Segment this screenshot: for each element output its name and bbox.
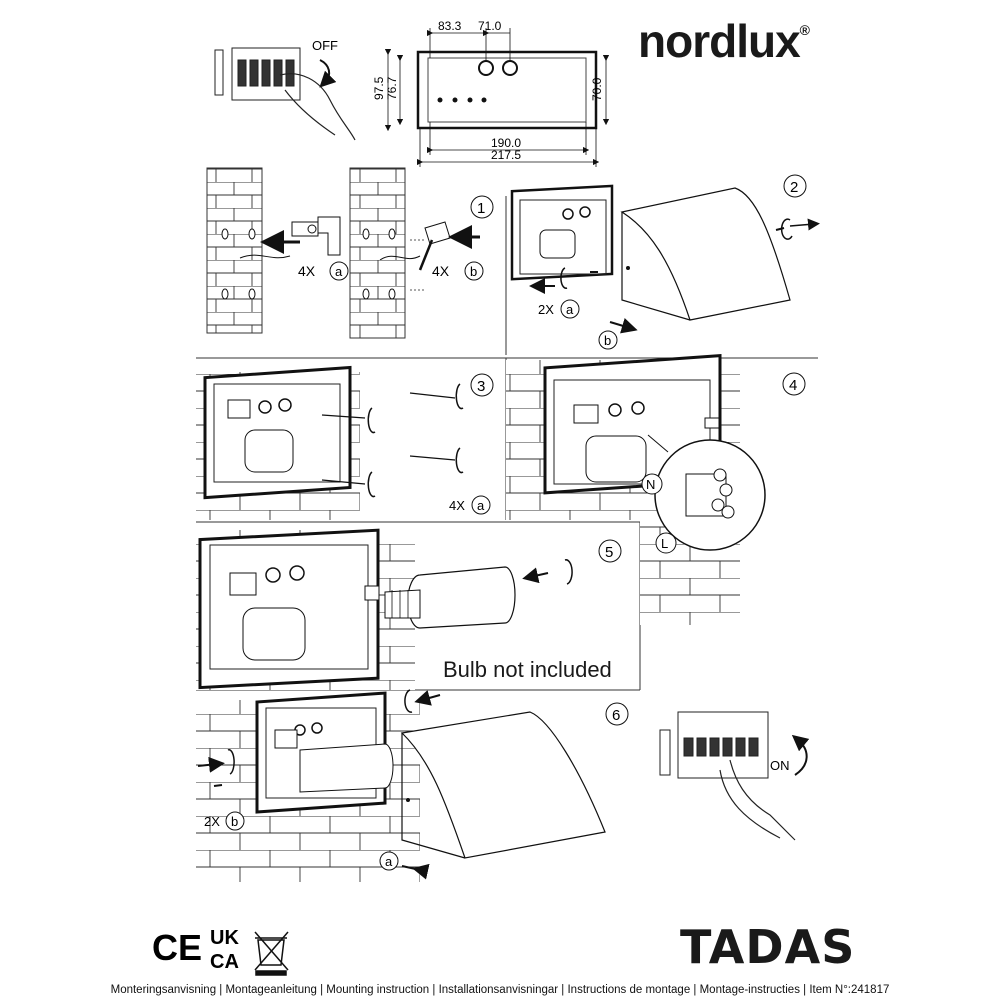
- dim-bottom-outer: 217.5: [491, 148, 521, 162]
- step-6-part-b: b: [231, 814, 238, 829]
- dim-left-outer: 97.5: [372, 76, 386, 100]
- brand-name: nordlux: [638, 15, 801, 67]
- step-6-part-a: a: [385, 854, 393, 869]
- step-1-number: 1: [477, 200, 485, 217]
- step-3-number: 3: [477, 378, 485, 395]
- step-1-part-b: b: [470, 264, 477, 279]
- step-6-panel: 6 2X b a: [196, 689, 629, 882]
- step-2-part-b: b: [604, 333, 611, 348]
- step-3-qty: 4X: [449, 498, 465, 513]
- on-label: ON: [770, 758, 790, 773]
- dim-right: 70.0: [590, 77, 604, 101]
- dim-top-left: 83.3: [438, 19, 462, 33]
- bulb-note: Bulb not included: [443, 657, 612, 682]
- step-2-number: 2: [790, 179, 798, 196]
- ce-mark: CE: [152, 927, 202, 968]
- footer-caption: Monteringsanvisning | Montageanleitung |…: [110, 984, 890, 996]
- off-label: OFF: [312, 38, 338, 53]
- step-5-panel: 5: [196, 528, 622, 690]
- step-3-panel: 3 4X a: [196, 365, 494, 520]
- step-3-part: a: [477, 498, 485, 513]
- step-1-part-a: a: [335, 264, 343, 279]
- product-name: TADAS: [680, 920, 856, 974]
- dim-bottom-inner: 190.0: [491, 136, 521, 150]
- step-4-neutral-label: N: [646, 477, 655, 492]
- step-2-part-a: a: [566, 302, 574, 317]
- step-4-live-label: L: [661, 536, 668, 551]
- dim-top-right: 71.0: [478, 19, 502, 33]
- step-6-qty-b: 2X: [204, 814, 220, 829]
- step-6-number: 6: [612, 707, 620, 724]
- step-1-qty-b: 4X: [432, 263, 450, 279]
- ukca-mark-top: UK: [210, 927, 239, 949]
- dimension-drawing: 83.3 71.0 97.5 76.7 70.0 190.0 217.5: [372, 19, 610, 167]
- step-4-panel: N L 4: [506, 354, 806, 625]
- step-1-qty-a: 4X: [298, 263, 316, 279]
- step-1-panel: 1 4X a 4X b: [206, 167, 494, 339]
- brand-logo: nordlux®: [638, 14, 810, 68]
- step-4-number: 4: [789, 377, 797, 394]
- certification-marks: CE UK CA: [152, 927, 289, 976]
- step-2-qty-a: 2X: [538, 302, 554, 317]
- weee-bin-icon: [254, 931, 289, 976]
- registered-mark: ®: [799, 22, 810, 38]
- dim-left-inner: 76.7: [385, 76, 399, 100]
- breaker-off-illustration: OFF: [214, 38, 356, 141]
- ukca-mark-bottom: CA: [210, 951, 239, 973]
- breaker-on-illustration: ON: [659, 711, 810, 841]
- step-2-panel: 2 2X a b: [510, 174, 820, 350]
- step-5-number: 5: [605, 544, 613, 561]
